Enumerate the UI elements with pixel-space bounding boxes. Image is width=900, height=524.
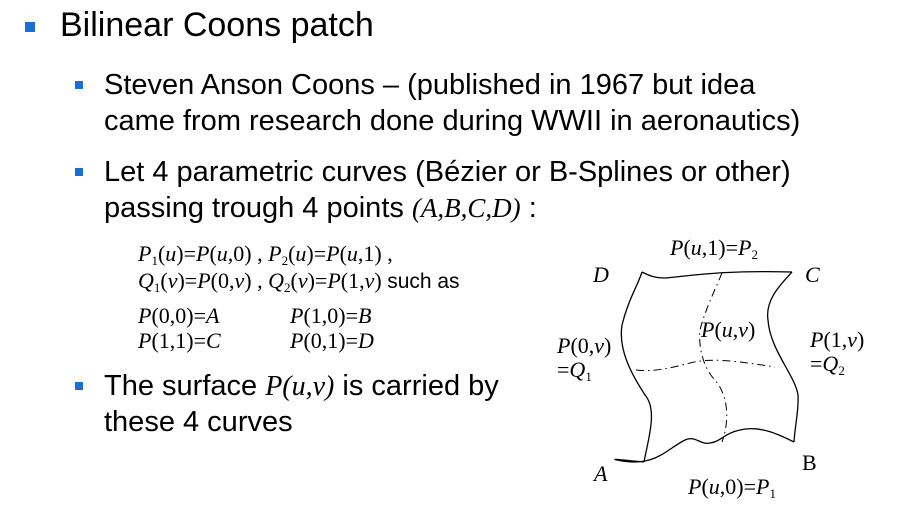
- top-curve: [641, 270, 793, 279]
- corner-b-label: B: [802, 450, 817, 475]
- colon: :: [520, 192, 537, 224]
- left-curve: [620, 271, 653, 463]
- equation-row-3a: P(0,0)=A: [138, 303, 220, 328]
- such-as-text: such as: [387, 270, 460, 293]
- bullet-icon: [75, 81, 83, 89]
- top-edge-label: P(u,1)=P2: [670, 235, 758, 262]
- bottom-edge-label: P(u,0)=P1: [688, 474, 776, 501]
- equation-row-2: Q1(v)=P(0,v) , Q2(v)=P(1,v) such as: [138, 268, 460, 295]
- equation-row-4b: P(0,1)=D: [290, 328, 374, 353]
- bullet-icon: [75, 382, 83, 390]
- bullet-3-line-1: The surface P(u,v) is carried by: [104, 369, 499, 404]
- bullet-2-text: passing trough 4 points: [104, 192, 412, 224]
- equation-row-4a: P(1,1)=C: [138, 328, 221, 353]
- bullet-3-text-pre: The surface: [104, 370, 266, 402]
- bullet-3-text-post: is carried by: [334, 370, 499, 402]
- right-edge-label: P(1,v)=Q2: [810, 327, 865, 378]
- equation-row-1: P1(u)=P(u,0) , P2(u)=P(u,1) ,: [138, 241, 393, 268]
- bullet-3-line-2: these 4 curves: [104, 406, 293, 438]
- u-isoparam-curve: [699, 272, 728, 443]
- bullet-1-line-2: came from research done during WWII in a…: [104, 105, 801, 137]
- left-edge-label: P(0,v)=Q1: [557, 333, 612, 384]
- bullet-2-line-2: passing trough 4 points (A,B,C,D) :: [104, 191, 537, 225]
- corner-a-label: A: [594, 461, 608, 486]
- slide-title: Bilinear Coons patch: [60, 6, 374, 44]
- points-math: (A,B,C,D): [411, 193, 521, 223]
- right-curve: [767, 271, 799, 443]
- bullet-1-line-1: Steven Anson Coons – (published in 1967 …: [104, 69, 756, 101]
- v-isoparam-curve: [635, 359, 776, 371]
- title-bullet-icon: [25, 22, 35, 32]
- bottom-curve: [614, 428, 795, 463]
- bullet-icon: [75, 168, 83, 176]
- corner-d-label: D: [593, 262, 609, 287]
- center-label: P(u,v): [701, 317, 756, 342]
- bullet-2-line-1: Let 4 parametric curves (Bézier or B-Spl…: [104, 156, 791, 188]
- surface-math: P(u,v): [265, 371, 335, 402]
- equation-row-3b: P(1,0)=B: [290, 303, 372, 328]
- corner-c-label: C: [805, 262, 820, 287]
